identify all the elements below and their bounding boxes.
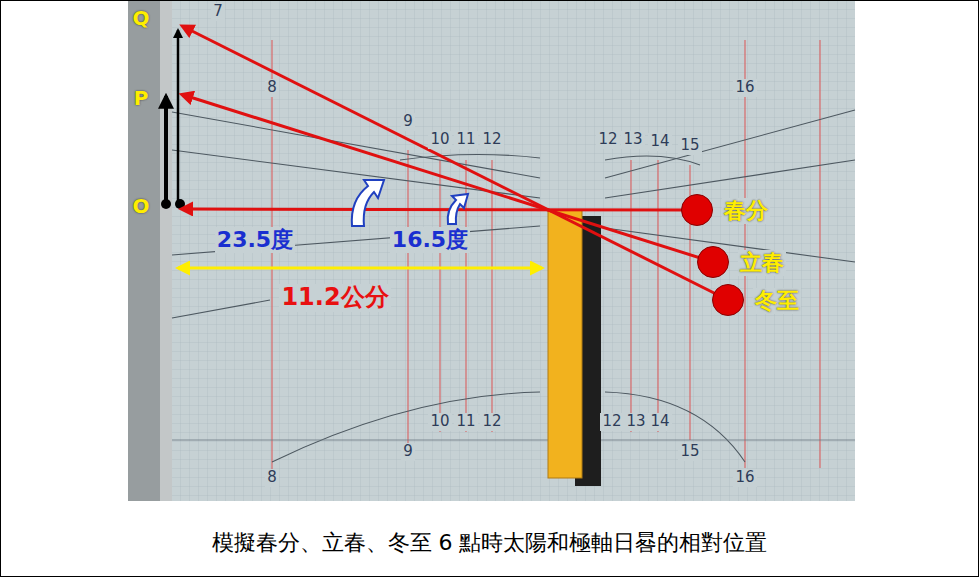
figure-caption: 模擬春分、立春、冬至 6 點時太陽和極軸日晷的相對位置 bbox=[0, 528, 979, 558]
angle-label: 23.5度 bbox=[215, 227, 295, 252]
hour-number: 11 bbox=[454, 413, 477, 430]
declination-curve bbox=[400, 154, 540, 160]
gnomon-bar-edge bbox=[160, 1, 172, 501]
declination-curves bbox=[172, 110, 855, 462]
hour-number: 15 bbox=[678, 137, 701, 154]
angle-arrow bbox=[352, 180, 384, 226]
grid-paper bbox=[128, 1, 855, 501]
hour-number: 8 bbox=[265, 469, 279, 486]
point-dot bbox=[161, 199, 171, 209]
distance-arrow bbox=[178, 267, 542, 270]
hour-number: 12 bbox=[480, 413, 503, 430]
hour-line bbox=[491, 160, 492, 432]
hour-number: 12 bbox=[600, 413, 623, 430]
angle-arrow bbox=[448, 194, 468, 224]
hour-number: 16 bbox=[733, 79, 756, 96]
hour-line bbox=[271, 40, 272, 470]
hour-number: 11 bbox=[454, 131, 477, 148]
hour-number: 14 bbox=[648, 413, 671, 430]
sun-marker: 立春 bbox=[697, 246, 729, 278]
point-dot bbox=[175, 199, 185, 209]
sun-marker: 春分 bbox=[681, 194, 713, 226]
season-label: 春分 bbox=[722, 198, 770, 223]
hour-number: 10 bbox=[428, 413, 451, 430]
sun-ray bbox=[190, 30, 728, 300]
height-arrow bbox=[164, 96, 168, 203]
hour-number: 13 bbox=[621, 131, 644, 148]
hour-line bbox=[630, 160, 631, 432]
declination-line bbox=[172, 226, 540, 255]
point-letter: Q bbox=[130, 7, 151, 30]
season-label: 立春 bbox=[738, 250, 786, 275]
hour-number: 9 bbox=[401, 443, 415, 460]
photo-ground bbox=[128, 1, 855, 501]
declination-line bbox=[605, 160, 855, 198]
hour-line bbox=[657, 160, 658, 432]
hour-number: 7 bbox=[211, 3, 225, 20]
declination-curve bbox=[605, 156, 700, 165]
height-arrow bbox=[177, 30, 180, 203]
angle-label: 16.5度 bbox=[390, 227, 470, 252]
hour-line bbox=[439, 160, 440, 432]
declination-line bbox=[172, 112, 540, 178]
hour-number: 15 bbox=[678, 443, 701, 460]
hour-number: 14 bbox=[648, 133, 671, 150]
declination-line bbox=[172, 300, 270, 318]
hour-number: 12 bbox=[480, 131, 503, 148]
hour-number: 13 bbox=[624, 413, 647, 430]
gnomon-block bbox=[548, 210, 582, 478]
base-line bbox=[172, 440, 855, 441]
season-label: 冬至 bbox=[753, 288, 801, 313]
dimension-label: 11.2公分 bbox=[279, 284, 390, 312]
sun-ray bbox=[190, 97, 713, 262]
hour-number: 8 bbox=[265, 79, 279, 96]
declination-line bbox=[605, 110, 855, 178]
hour-number: 9 bbox=[401, 113, 415, 130]
hour-number: 10 bbox=[428, 131, 451, 148]
sun-marker: 冬至 bbox=[712, 284, 744, 316]
hour-line bbox=[407, 150, 408, 445]
hour-number: 12 bbox=[596, 131, 619, 148]
point-letter: O bbox=[130, 195, 151, 218]
declination-curve bbox=[272, 392, 540, 462]
hour-line bbox=[819, 40, 820, 468]
point-letter: P bbox=[132, 87, 151, 110]
declination-curve bbox=[605, 392, 745, 462]
hour-number: 16 bbox=[733, 469, 756, 486]
hour-lines bbox=[272, 40, 820, 470]
sun-ray bbox=[190, 209, 697, 210]
gnomon-bar bbox=[128, 1, 172, 501]
